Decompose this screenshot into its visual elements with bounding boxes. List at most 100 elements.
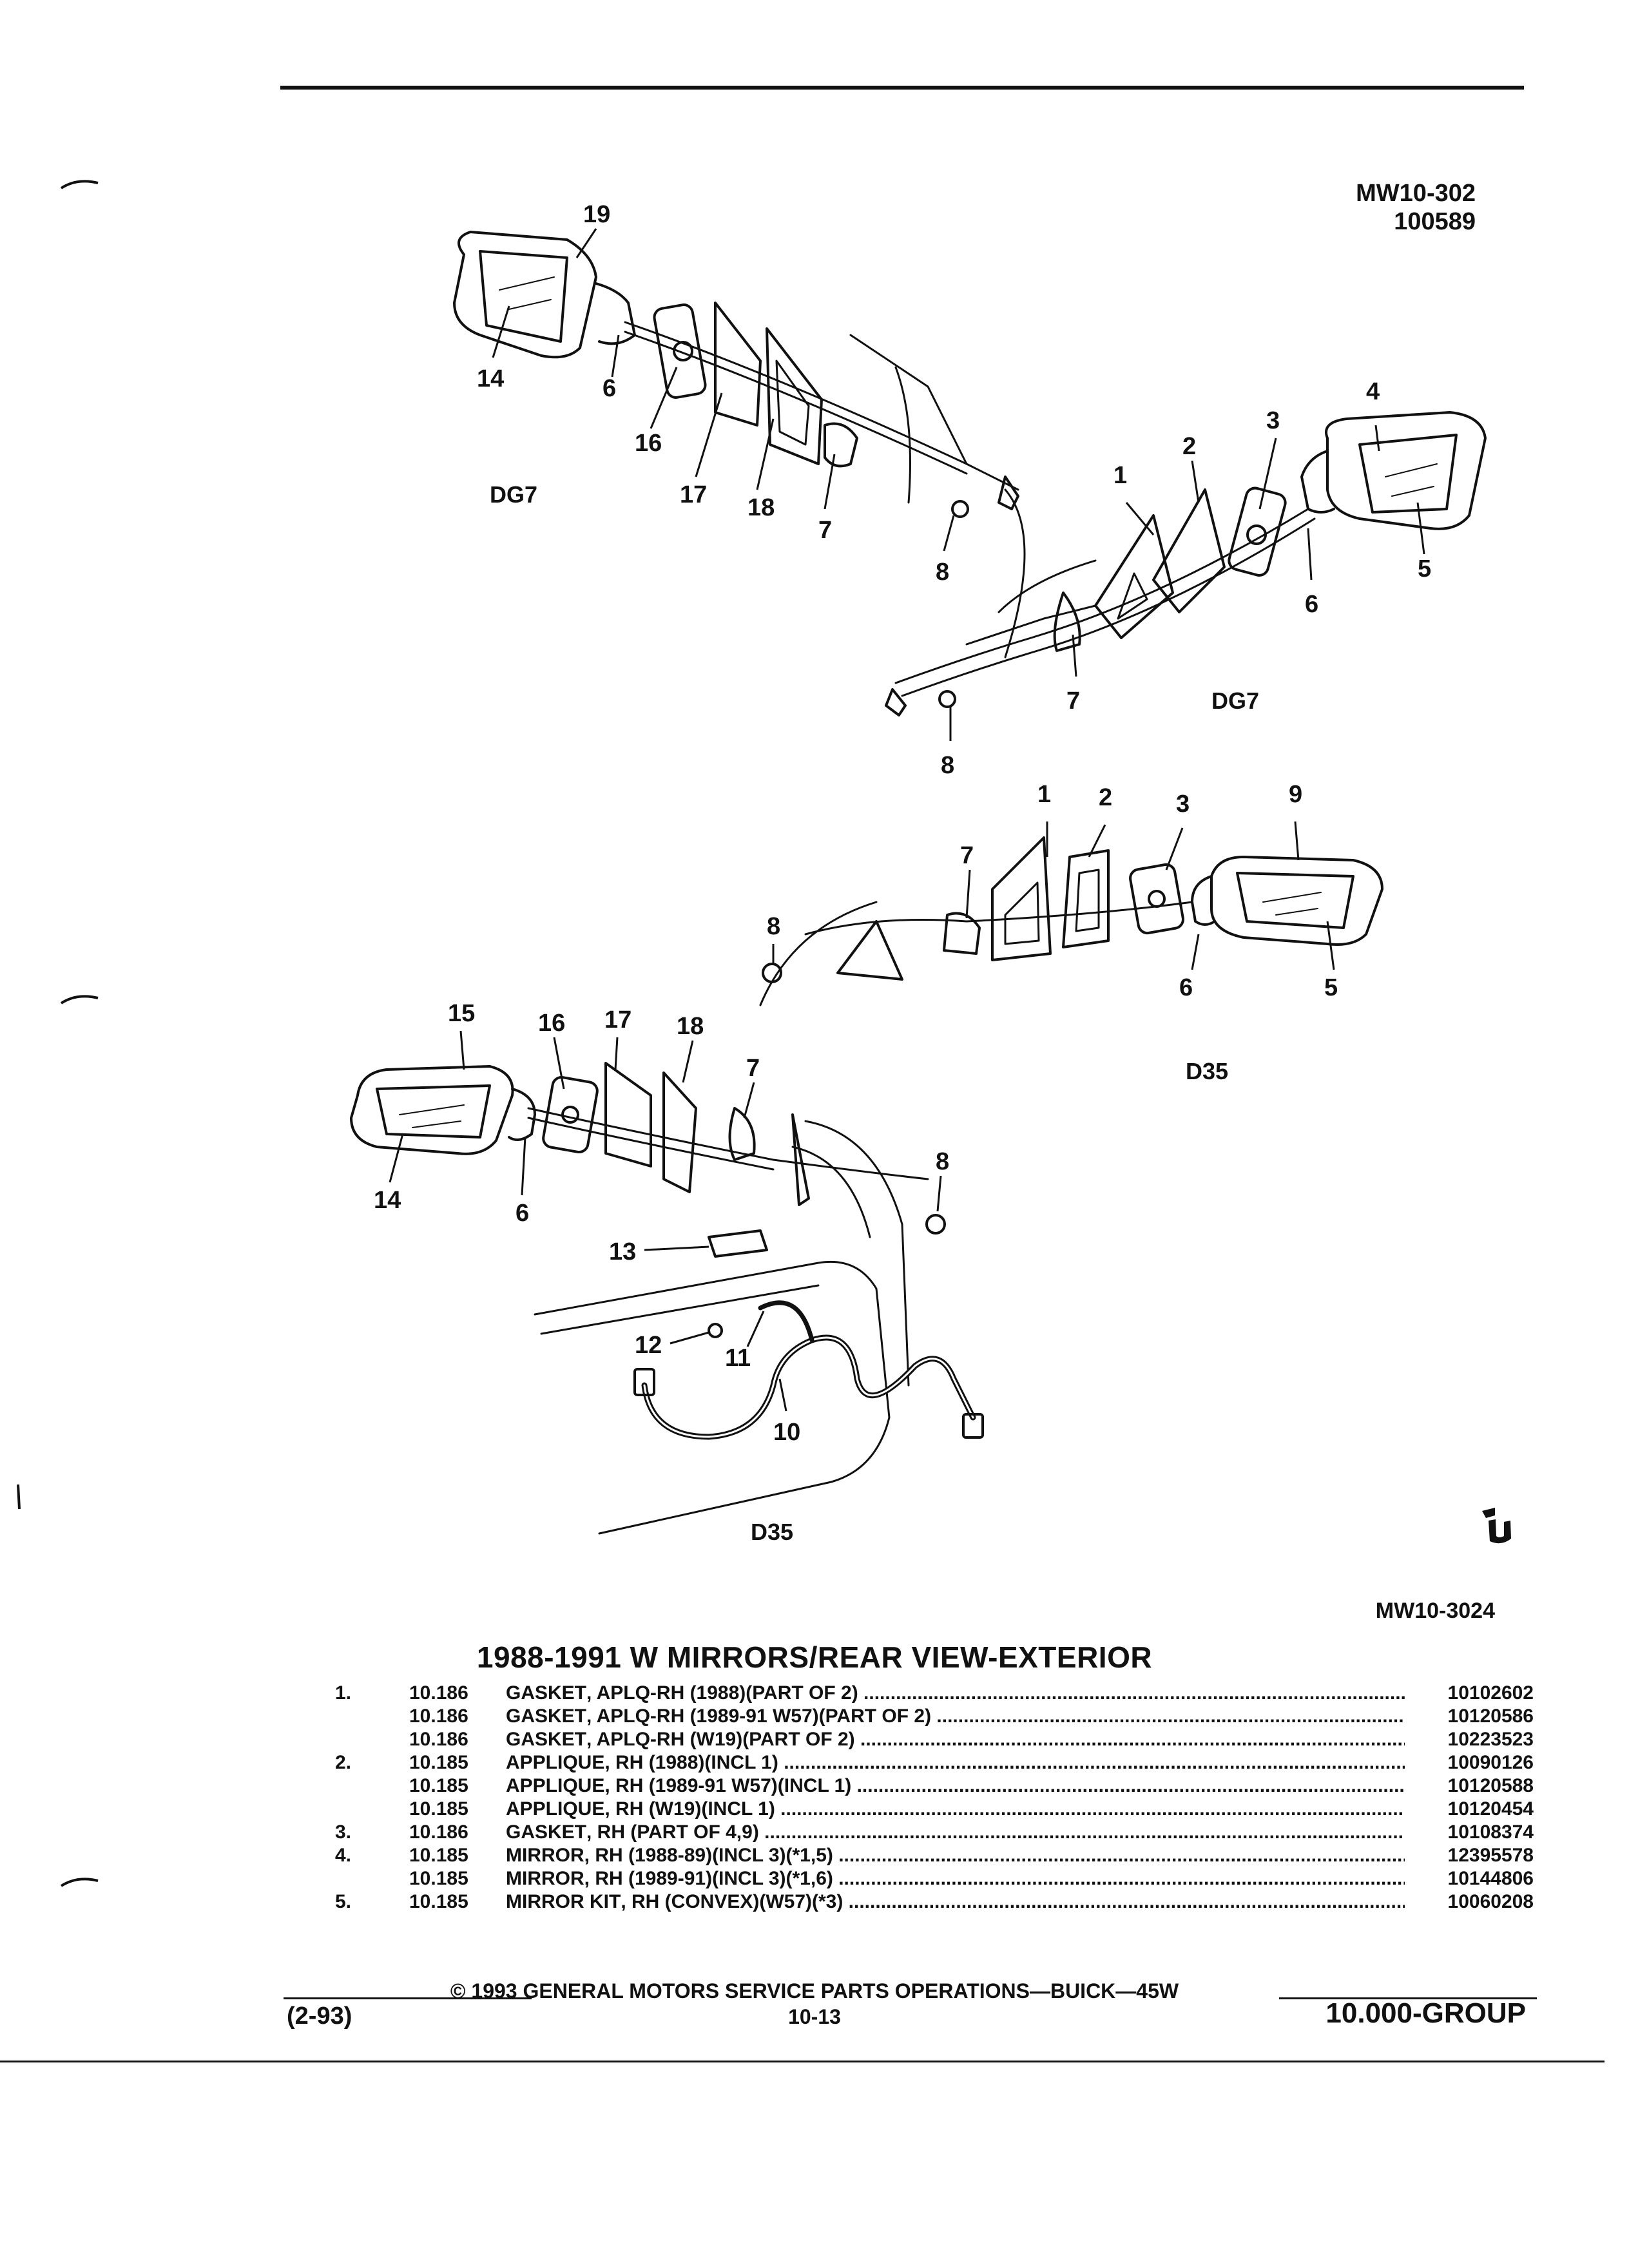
callout-17: 17 <box>604 1006 631 1033</box>
callout-8: 8 <box>941 752 954 779</box>
callout-8: 8 <box>936 559 949 586</box>
callout-15: 15 <box>448 1000 475 1027</box>
scan-mark <box>17 1484 21 1510</box>
parts-row: 1. 10.186 GASKET, APLQ-RH (1988)(PART OF 2… <box>335 1682 1534 1705</box>
callout-9: 9 <box>1289 781 1302 808</box>
part-name: GASKET <box>506 1682 587 1704</box>
figure-ref-top: MW10-302 100589 <box>1269 179 1476 236</box>
exploded-mirror-diagram: 19 14 6 16 17 18 7 8 DG7 1 2 3 4 5 6 7 8… <box>350 201 1511 1545</box>
item-number: 1. <box>335 1682 352 1704</box>
group-code: 10.185 <box>409 1775 468 1796</box>
part-attributes: , RH (W19)(INCL 1) <box>604 1798 775 1820</box>
assembly-dg7-right <box>885 411 1487 716</box>
part-number: 10120588 <box>1447 1775 1534 1796</box>
part-number: 10144806 <box>1447 1868 1534 1889</box>
part-number: 12395578 <box>1447 1845 1534 1866</box>
callout-1: 1 <box>1037 781 1051 808</box>
callout-7: 7 <box>746 1055 760 1082</box>
callout-5: 5 <box>1324 974 1338 1001</box>
part-number: 10108374 <box>1447 1821 1534 1843</box>
callout-3: 3 <box>1266 407 1280 434</box>
group-code: 10.186 <box>409 1729 468 1750</box>
item-number: 3. <box>335 1821 352 1843</box>
callout-3: 3 <box>1176 791 1190 818</box>
footer-rule-left <box>284 1997 532 1999</box>
part-name: MIRROR KIT <box>506 1891 621 1912</box>
figure-ref-line1: MW10-302 <box>1356 180 1476 207</box>
callout-17: 17 <box>680 481 707 508</box>
callout-19: 19 <box>583 201 610 228</box>
callout-7: 7 <box>960 842 974 869</box>
part-attributes: , RH (CONVEX)(W57)(*3) <box>621 1891 843 1912</box>
callout-2: 2 <box>1099 784 1112 811</box>
callout-14: 14 <box>374 1187 401 1214</box>
parts-row: 10.186 GASKET, APLQ-RH (1989-91 W57)(PART… <box>335 1705 1534 1728</box>
part-name: GASKET <box>506 1706 587 1727</box>
part-attributes: , RH (1989-91)(INCL 3)(*1,6) <box>584 1868 833 1889</box>
part-name: APPLIQUE <box>506 1775 605 1796</box>
part-description: GASKET, APLQ-RH (W19)(PART OF 2) .......… <box>506 1728 1405 1751</box>
callout-8: 8 <box>767 913 780 940</box>
part-name: APPLIQUE <box>506 1752 605 1773</box>
callout-5: 5 <box>1418 555 1431 582</box>
part-attributes: , RH (1988)(INCL 1) <box>604 1752 778 1773</box>
part-attributes: , RH (1989-91 W57)(INCL 1) <box>604 1775 852 1796</box>
part-number: 10102602 <box>1447 1682 1534 1704</box>
assembly-d35-right <box>759 836 1383 1006</box>
variant-label-dg7: DG7 <box>1211 687 1259 714</box>
item-number: 5. <box>335 1891 352 1912</box>
part-name: MIRROR <box>506 1845 584 1866</box>
group-code: 10.185 <box>409 1752 468 1773</box>
item-number: 4. <box>335 1845 352 1866</box>
parts-row: 10.186 GASKET, APLQ-RH (W19)(PART OF 2) .… <box>335 1728 1534 1751</box>
part-number: 10060208 <box>1447 1891 1534 1912</box>
part-description: MIRROR, RH (1988-89)(INCL 3)(*1,5) .....… <box>506 1844 1405 1867</box>
footer-copyright: © 1993 GENERAL MOTORS SERVICE PARTS OPER… <box>450 1979 1179 2003</box>
parts-row: 5. 10.185 MIRROR KIT, RH (CONVEX)(W57)(*3)… <box>335 1890 1534 1914</box>
part-attributes: , RH (PART OF 4,9) <box>586 1821 759 1843</box>
part-number: 10120586 <box>1447 1706 1534 1727</box>
part-description: APPLIQUE, RH (1989-91 W57)(INCL 1) .....… <box>506 1774 1405 1798</box>
group-code: 10.186 <box>409 1821 468 1843</box>
part-number: 10120454 <box>1447 1798 1534 1820</box>
callout-6: 6 <box>602 375 616 402</box>
part-number: 10090126 <box>1447 1752 1534 1773</box>
part-description: GASKET, RH (PART OF 4,9) ...............… <box>506 1821 1405 1844</box>
callout-8: 8 <box>936 1148 949 1175</box>
part-description: APPLIQUE, RH (W19)(INCL 1) .............… <box>506 1798 1405 1821</box>
group-code: 10.186 <box>409 1682 468 1704</box>
item-number: 2. <box>335 1752 352 1773</box>
part-description: APPLIQUE, RH (1988)(INCL 1) ............… <box>506 1751 1405 1774</box>
callout-10: 10 <box>773 1419 800 1446</box>
callout-1: 1 <box>1113 462 1127 489</box>
part-description: GASKET, APLQ-RH (1989-91 W57)(PART OF 2)… <box>506 1705 1405 1728</box>
callout-13: 13 <box>609 1238 636 1265</box>
group-code: 10.186 <box>409 1706 468 1727</box>
callout-18: 18 <box>747 494 775 521</box>
scan-mark <box>60 180 99 189</box>
callout-6: 6 <box>1179 974 1193 1001</box>
callout-7: 7 <box>1066 687 1080 715</box>
callout-16: 16 <box>635 430 662 457</box>
callout-18: 18 <box>677 1013 704 1040</box>
group-code: 10.185 <box>409 1868 468 1889</box>
callout-14: 14 <box>477 365 504 392</box>
bottom-rule <box>0 2061 1605 2062</box>
callout-2: 2 <box>1182 433 1196 460</box>
parts-row: 3. 10.186 GASKET, RH (PART OF 4,9) .......… <box>335 1821 1534 1844</box>
figure-ref-bottom: MW10-3024 <box>1375 1599 1495 1623</box>
part-attributes: , APLQ-RH (1988)(PART OF 2) <box>586 1682 858 1704</box>
callout-4: 4 <box>1366 378 1380 405</box>
callout-12: 12 <box>635 1332 662 1359</box>
variant-label-d35: D35 <box>751 1519 793 1545</box>
parts-list-title: 1988-1991 W MIRRORS/REAR VIEW-EXTERIOR <box>476 1640 1153 1674</box>
top-rule <box>280 86 1524 90</box>
variant-label-dg7: DG7 <box>490 481 537 508</box>
variant-label-d35: D35 <box>1186 1058 1228 1084</box>
group-code: 10.185 <box>409 1891 468 1912</box>
part-name: GASKET <box>506 1821 587 1843</box>
parts-row: 10.185 APPLIQUE, RH (1989-91 W57)(INCL 1)… <box>335 1774 1534 1798</box>
